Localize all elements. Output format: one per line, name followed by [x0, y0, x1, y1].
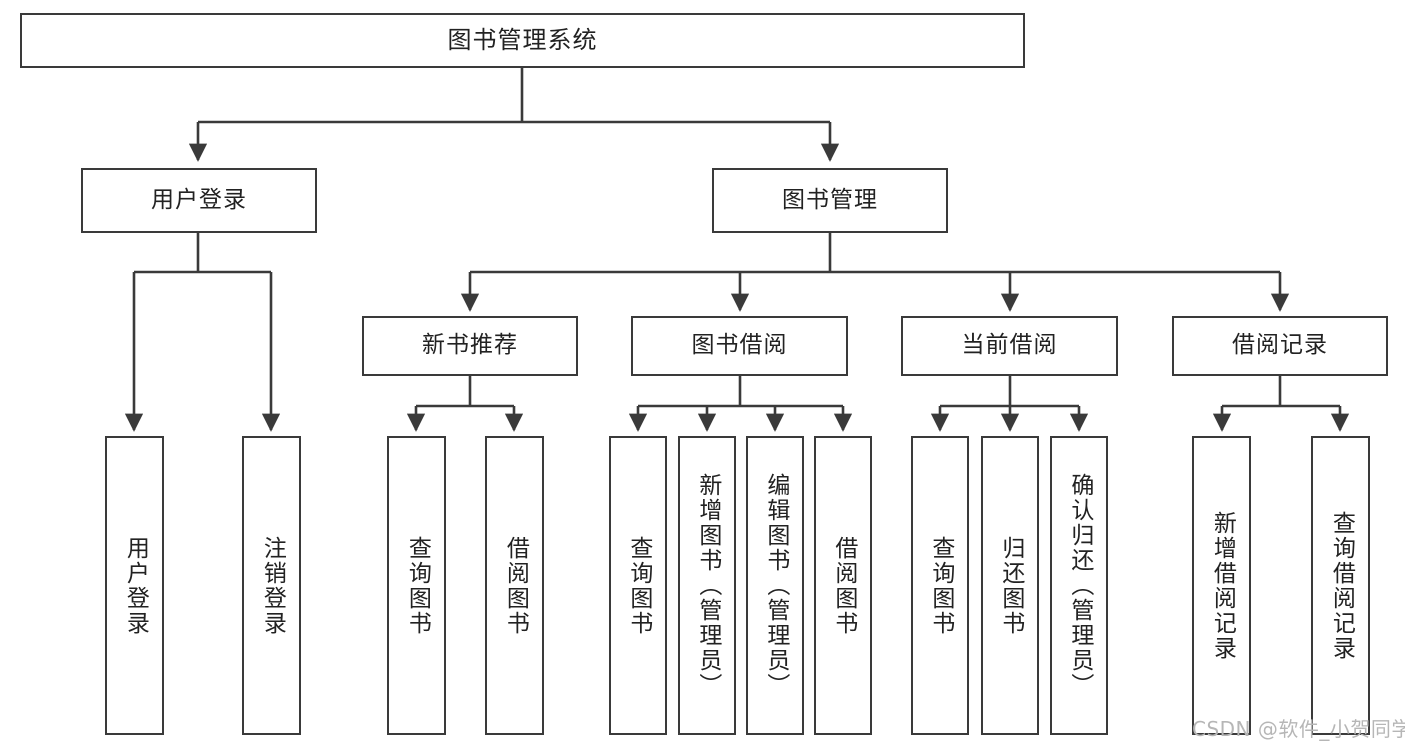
leaf-current-confirm-return-admin[interactable]: 确认归还（管理员）	[1050, 436, 1108, 735]
leaf-user-login-login[interactable]: 用户登录	[105, 436, 164, 735]
leaf-record-query-record[interactable]: 查询借阅记录	[1311, 436, 1370, 735]
node-user-login[interactable]: 用户登录	[81, 168, 317, 233]
node-book-borrow[interactable]: 图书借阅	[631, 316, 848, 376]
leaf-borrow-query-book[interactable]: 查询图书	[609, 436, 667, 735]
leaf-current-query-book[interactable]: 查询图书	[911, 436, 969, 735]
node-root-system[interactable]: 图书管理系统	[20, 13, 1025, 68]
node-current-borrow[interactable]: 当前借阅	[901, 316, 1118, 376]
node-borrow-record[interactable]: 借阅记录	[1172, 316, 1388, 376]
node-book-management[interactable]: 图书管理	[712, 168, 948, 233]
csdn-watermark: CSDN @软件_小贺同学	[1192, 717, 1405, 741]
node-new-book-recommend[interactable]: 新书推荐	[362, 316, 578, 376]
leaf-borrow-add-book-admin[interactable]: 新增图书（管理员）	[678, 436, 736, 735]
leaf-recommend-query-book[interactable]: 查询图书	[387, 436, 446, 735]
leaf-user-login-logout[interactable]: 注销登录	[242, 436, 301, 735]
leaf-borrow-borrow-book[interactable]: 借阅图书	[814, 436, 872, 735]
leaf-record-add-record[interactable]: 新增借阅记录	[1192, 436, 1251, 735]
leaf-recommend-borrow-book[interactable]: 借阅图书	[485, 436, 544, 735]
leaf-borrow-edit-book-admin[interactable]: 编辑图书（管理员）	[746, 436, 804, 735]
leaf-current-return-book[interactable]: 归还图书	[981, 436, 1039, 735]
